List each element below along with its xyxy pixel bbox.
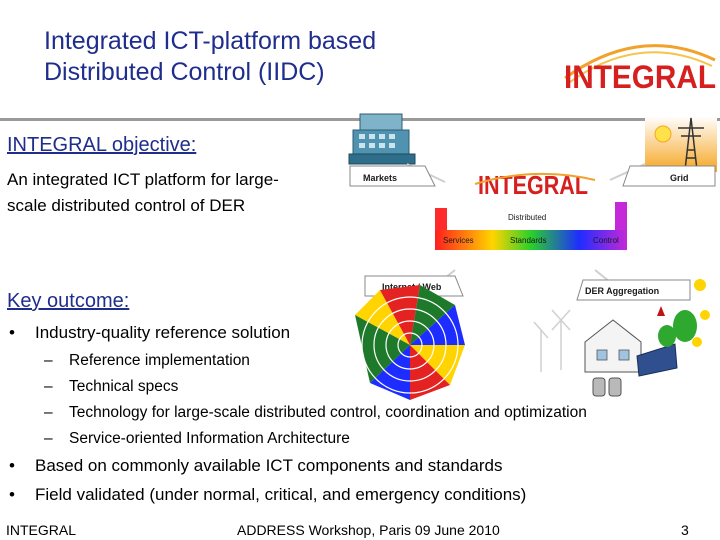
der-cluster-icon: [533, 279, 710, 397]
dash-marker: –: [44, 378, 53, 395]
footer-center: ADDRESS Workshop, Paris 09 June 2010: [237, 522, 500, 538]
bullet-text: Field validated (under normal, critical,…: [35, 485, 527, 504]
bullet-text: Industry-quality reference solution: [35, 323, 291, 342]
page-number: 3: [681, 522, 689, 538]
power-pylon-icon: [645, 116, 717, 172]
dash-marker: –: [44, 352, 53, 369]
title-line-2: Distributed Control (IIDC): [44, 58, 325, 86]
markets-label: Markets: [349, 165, 436, 187]
sub-bullet-text: Service-oriented Information Architectur…: [69, 430, 350, 447]
integration-bar: [435, 202, 627, 250]
objective-text: An integrated ICT platform for large-sca…: [7, 170, 279, 215]
standards-label: Standards: [510, 236, 546, 245]
integral-architecture-diagram: Markets Grid INTEGRAL Distributed Servic…: [348, 113, 717, 400]
bullet-marker: •: [9, 485, 15, 504]
bullet-marker: •: [9, 323, 15, 342]
cash-register-icon: [348, 113, 416, 165]
title-line-1: Integrated ICT-platform based: [44, 27, 377, 55]
slide-title: Integrated ICT-platform based Distribute…: [44, 26, 524, 88]
der-aggregation-text: DER Aggregation: [585, 286, 659, 296]
sub-bullet-text: Technology for large-scale distributed c…: [69, 404, 587, 421]
bullet-marker: •: [9, 456, 15, 475]
der-aggregation-label: DER Aggregation: [576, 279, 691, 301]
footer-left: INTEGRAL: [6, 522, 77, 538]
sub-bullet-text: Technical specs: [69, 378, 179, 395]
services-label: Services: [443, 236, 474, 245]
control-label: Control: [593, 236, 619, 245]
grid-text: Grid: [670, 173, 689, 183]
outcome-heading: Key outcome:: [7, 290, 130, 312]
distributed-label: Distributed: [508, 213, 546, 222]
dash-marker: –: [44, 404, 53, 421]
markets-text: Markets: [363, 173, 397, 183]
objective-heading: INTEGRAL objective:: [7, 134, 197, 156]
bullet-text: Based on commonly available ICT componen…: [35, 456, 503, 475]
logo-text: INTEGRAL: [564, 59, 716, 95]
grid-label: Grid: [622, 165, 716, 187]
integral-logo: INTEGRAL: [564, 44, 716, 95]
web-network-icon: [355, 285, 465, 400]
sub-bullet-text: Reference implementation: [69, 352, 250, 369]
dash-marker: –: [44, 430, 53, 447]
